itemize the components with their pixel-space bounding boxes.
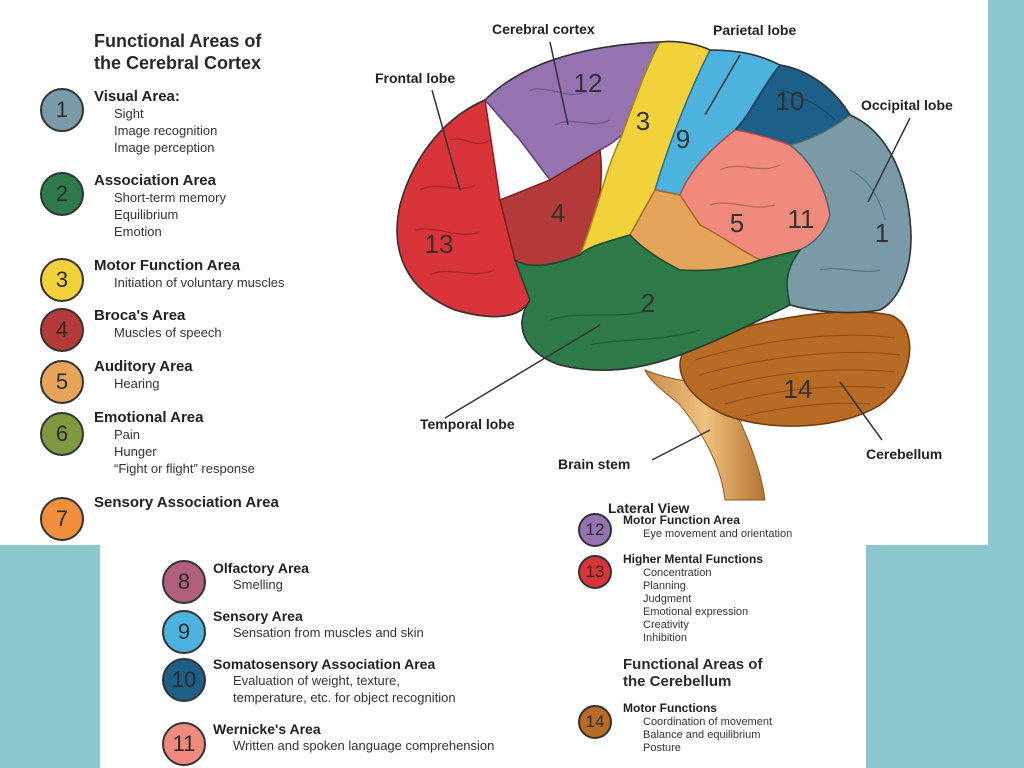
- legend-item-title: Auditory Area: [94, 358, 193, 375]
- legend-item-detail: Creativity: [643, 619, 689, 631]
- cortex-legend-title-line2: the Cerebral Cortex: [94, 53, 262, 73]
- region-number-12: 12: [574, 68, 603, 98]
- legend-item-detail: Coordination of movement: [643, 716, 773, 728]
- legend-item-title: Sensory Association Area: [94, 494, 279, 511]
- legend-number-badge: 2: [40, 172, 84, 216]
- legend-item-title: Emotional Area: [94, 409, 204, 426]
- label-temporal-lobe: Temporal lobe: [420, 416, 515, 432]
- legend-item-detail: Smelling: [233, 577, 283, 592]
- region-number-13: 13: [425, 229, 454, 259]
- region-number-11: 11: [788, 204, 815, 234]
- legend-item-detail: Inhibition: [643, 632, 688, 644]
- leader-lines: [431, 41, 911, 461]
- cerebellum-legend-title-line2: the Cerebellum: [623, 673, 732, 690]
- legend-item-title: Higher Mental Functions: [623, 552, 764, 566]
- label-parietal-lobe: Parietal lobe: [713, 22, 797, 38]
- legend-item-detail: Concentration: [643, 567, 712, 579]
- legend-item-detail: Short-term memory: [114, 190, 226, 205]
- region-number-3: 3: [636, 106, 650, 136]
- legend-item-title: Broca's Area: [94, 307, 186, 324]
- legend-item-detail: Evaluation of weight, texture,: [233, 673, 400, 688]
- cerebellum-legend-title: Functional Areas of the Cerebellum: [623, 656, 762, 690]
- region-number-9: 9: [676, 124, 690, 154]
- cerebellum-folds: [694, 334, 901, 417]
- bottom-panel: [100, 545, 866, 768]
- legend-item-title: Somatosensory Association Area: [213, 656, 436, 672]
- region-number-4: 4: [551, 198, 565, 228]
- legend-item-detail: Emotion: [114, 224, 162, 239]
- legend-item-title: Motor Functions: [623, 701, 717, 715]
- region-number-2: 2: [641, 288, 655, 318]
- legend-item-detail: Pain: [114, 427, 141, 442]
- legend-item-title: Olfactory Area: [213, 560, 309, 576]
- legend-item-detail: Emotional expression: [643, 606, 749, 618]
- legend-item-detail: Hunger: [114, 444, 157, 459]
- legend-item-detail: “Fight or flight” response: [114, 461, 255, 476]
- legend-number-badge: 8: [162, 560, 206, 604]
- region-number-1: 1: [875, 218, 889, 248]
- legend-item-title: Association Area: [94, 172, 216, 189]
- legend-number-badge: 13: [578, 555, 612, 589]
- cortex-legend-title-line1: Functional Areas of: [94, 31, 262, 51]
- legend-number-badge: 5: [40, 360, 84, 404]
- gyri-texture: [414, 88, 886, 346]
- legend-item-detail: Planning: [643, 580, 686, 592]
- region-number-10: 10: [776, 86, 805, 116]
- label-cerebral-cortex: Cerebral cortex: [492, 21, 595, 37]
- legend-item-title: Motor Function Area: [623, 513, 740, 527]
- cortex-legend-title: Functional Areas of the Cerebral Cortex: [94, 30, 261, 74]
- region-number-14: 14: [784, 374, 813, 404]
- legend-number-badge: 1: [40, 88, 84, 132]
- label-frontal-lobe: Frontal lobe: [375, 70, 456, 86]
- legend-item-title: Sensory Area: [213, 608, 303, 624]
- label-brain-stem: Brain stem: [558, 456, 631, 472]
- legend-number-badge: 9: [162, 610, 206, 654]
- legend-item-detail: Sight: [114, 106, 144, 121]
- legend-number-badge: 6: [40, 412, 84, 456]
- legend-item-detail: Image perception: [114, 140, 215, 155]
- legend-item-title: Motor Function Area: [94, 257, 241, 274]
- legend-item-detail: Initiation of voluntary muscles: [114, 275, 285, 290]
- legend-item-detail: Balance and equilibrium: [643, 729, 761, 741]
- region-number-5: 5: [730, 208, 744, 238]
- label-lateral-view: Lateral View: [608, 500, 690, 516]
- legend-item-title: Wernicke's Area: [213, 721, 321, 737]
- legend-item-detail: Hearing: [114, 376, 160, 391]
- legend-item-detail: Judgment: [643, 593, 692, 605]
- label-cerebellum: Cerebellum: [866, 446, 943, 462]
- legend-item-detail: Written and spoken language comprehensio…: [233, 738, 495, 753]
- brain-outline: [396, 40, 912, 371]
- legend-number-badge: 4: [40, 308, 84, 352]
- legend-number-badge: 7: [40, 497, 84, 541]
- legend-item-detail: Muscles of speech: [114, 325, 222, 340]
- legend-item-detail: Sensation from muscles and skin: [233, 625, 424, 640]
- legend-item-detail: Image recognition: [114, 123, 218, 138]
- legend-item-detail: Eye movement and orientation: [643, 528, 793, 540]
- legend-item-detail: temperature, etc. for object recognition: [233, 690, 456, 705]
- legend-item-title: Visual Area:: [94, 88, 180, 105]
- cerebellum-legend-title-line1: Functional Areas of: [623, 656, 763, 673]
- legend-number-badge: 12: [578, 513, 612, 547]
- region-14-cerebellum: [679, 311, 911, 427]
- legend-number-badge: 14: [578, 705, 612, 739]
- label-occipital-lobe: Occipital lobe: [861, 97, 953, 113]
- legend-number-badge: 3: [40, 258, 84, 302]
- legend-item-detail: Posture: [643, 742, 681, 754]
- legend-number-badge: 10: [162, 658, 206, 702]
- legend-number-badge: 11: [162, 722, 206, 766]
- legend-item-detail: Equilibrium: [114, 207, 179, 222]
